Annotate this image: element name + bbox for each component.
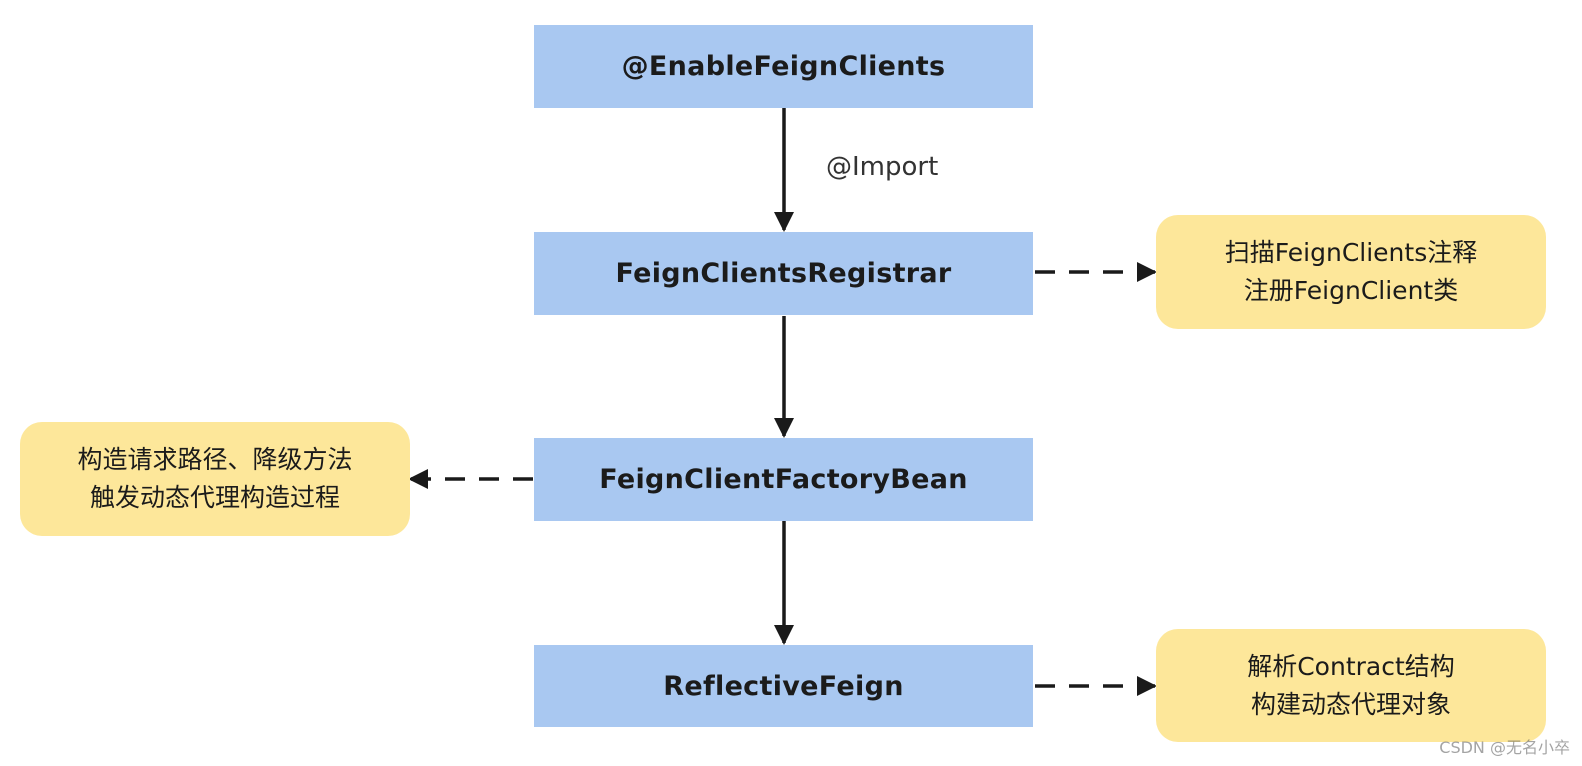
node-registrar-label: FeignClientsRegistrar bbox=[615, 258, 952, 289]
node-factory-bean-label: FeignClientFactoryBean bbox=[599, 464, 968, 495]
watermark: CSDN @无名小卒 bbox=[1439, 738, 1570, 757]
edge-label-import: @Import bbox=[826, 152, 939, 182]
note-registrar-line-1: 扫描FeignClients注释 bbox=[1224, 238, 1478, 267]
node-feign-client-factory-bean: FeignClientFactoryBean bbox=[534, 438, 1033, 521]
note-reflective-line-2: 构建动态代理对象 bbox=[1250, 689, 1451, 719]
note-factory-bean: 构造请求路径、降级方法 触发动态代理构造过程 bbox=[20, 422, 410, 536]
node-feign-clients-registrar: FeignClientsRegistrar bbox=[534, 232, 1033, 315]
note-reflective: 解析Contract结构 构建动态代理对象 bbox=[1156, 629, 1546, 742]
node-enable-label: @EnableFeignClients bbox=[621, 51, 946, 82]
note-registrar: 扫描FeignClients注释 注册FeignClient类 bbox=[1156, 215, 1546, 329]
node-reflective-feign: ReflectiveFeign bbox=[534, 645, 1033, 727]
note-registrar-line-2: 注册FeignClient类 bbox=[1243, 276, 1459, 305]
note-reflective-line-1: 解析Contract结构 bbox=[1247, 651, 1455, 681]
note-factory-line-2: 触发动态代理构造过程 bbox=[89, 483, 340, 512]
node-enable-feign-clients: @EnableFeignClients bbox=[534, 25, 1033, 108]
note-factory-line-1: 构造请求路径、降级方法 bbox=[77, 445, 353, 474]
node-reflective-label: ReflectiveFeign bbox=[663, 670, 904, 702]
